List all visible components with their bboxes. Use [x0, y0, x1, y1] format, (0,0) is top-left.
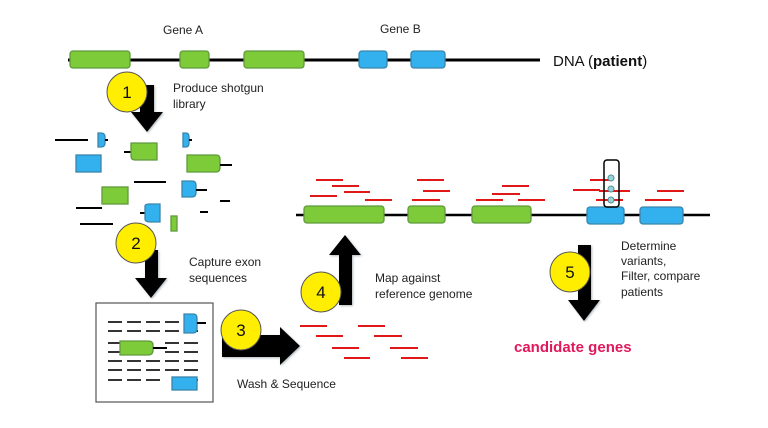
- mapped-reads: [310, 179, 684, 201]
- candidate-genes-label: candidate genes: [514, 339, 632, 356]
- step-2-circle: [115, 222, 157, 264]
- exon-fragment: [97, 132, 106, 148]
- dna-label-prefix: DNA (: [553, 53, 593, 70]
- step-2-arrow: [135, 250, 167, 298]
- exon-fragment: [144, 203, 161, 223]
- step-4-circle: [300, 271, 342, 313]
- gene-a-label: Gene A: [163, 23, 203, 37]
- exon-fragment: [181, 180, 197, 198]
- ref-gene-a-exon-2: [407, 205, 446, 224]
- dna-label-bold: patient: [593, 53, 642, 70]
- patient-dna: Gene A Gene B DNA (patient): [68, 22, 647, 70]
- exon-fragment: [75, 154, 102, 173]
- captured-exon-blue-1: [183, 313, 198, 334]
- variant-marker: [607, 185, 615, 193]
- step-1-arrow: [131, 85, 163, 132]
- step-1-circle: [106, 71, 148, 113]
- gene-a-exon-3: [243, 50, 305, 69]
- step-1: 1 Produce shotgun library: [106, 71, 264, 132]
- exon-fragment: [170, 215, 178, 232]
- gene-b-exon-2: [410, 50, 446, 69]
- step-1-label-line1: Produce shotgun: [173, 81, 264, 95]
- capture-box-sequence-lines: [108, 321, 198, 381]
- step-5-number: 5: [565, 263, 574, 282]
- step-5-label-line4: patients: [621, 285, 663, 299]
- gene-b-label: Gene B: [380, 22, 421, 36]
- step-2: 2 Capture exon sequences: [115, 222, 261, 298]
- ref-gene-b-exon-1: [586, 206, 625, 225]
- gene-a-exon-1: [69, 50, 131, 69]
- step-5-circle: [549, 251, 591, 293]
- step-5-label-line3: Filter, compare: [621, 269, 701, 283]
- exon-fragment: [186, 154, 221, 173]
- step-2-number: 2: [131, 234, 140, 253]
- step-5: 5 Determine variants, Filter, compare pa…: [549, 239, 701, 321]
- variant-marker: [607, 174, 615, 182]
- sequenced-reads: [300, 325, 428, 359]
- dna-patient-label: DNA (patient): [553, 53, 647, 70]
- step-4: 4 Map against reference genome: [300, 235, 473, 313]
- step-5-label-line2: variants,: [621, 254, 666, 268]
- ref-gene-a-exon-3: [471, 205, 532, 224]
- gene-b-exon-1: [358, 50, 388, 69]
- variant-highlight-box: [603, 159, 620, 208]
- variant-marker: [607, 196, 615, 204]
- step-4-label-line1: Map against: [375, 271, 441, 285]
- step-2-label-line2: sequences: [189, 271, 247, 285]
- ref-gene-a-exon-1: [303, 205, 385, 224]
- gene-a-exon-2: [179, 50, 210, 69]
- step-4-label-line2: reference genome: [375, 287, 473, 301]
- step-3-label: Wash & Sequence: [237, 377, 336, 391]
- captured-exon-green: [119, 340, 154, 356]
- step-3-circle: [220, 309, 262, 351]
- step-1-label-line2: library: [173, 97, 206, 111]
- ref-gene-b-exon-2: [639, 206, 684, 225]
- exon-capture-box: [95, 302, 214, 403]
- step-2-label-line1: Capture exon: [189, 255, 261, 269]
- dna-label-suffix: ): [642, 53, 647, 70]
- step-4-number: 4: [316, 283, 325, 302]
- exon-fragment: [101, 186, 129, 205]
- captured-exon-blue-2: [171, 376, 198, 391]
- exon-fragment: [130, 142, 158, 161]
- step-3: 3 Wash & Sequence: [220, 309, 336, 391]
- step-5-label-line1: Determine: [621, 239, 677, 253]
- shotgun-library-fragments: [55, 132, 232, 232]
- step-3-number: 3: [236, 321, 245, 340]
- reference-genome: [296, 159, 710, 225]
- step-1-number: 1: [122, 83, 131, 102]
- exon-fragment: [182, 132, 190, 148]
- step-4-arrow: [329, 235, 361, 305]
